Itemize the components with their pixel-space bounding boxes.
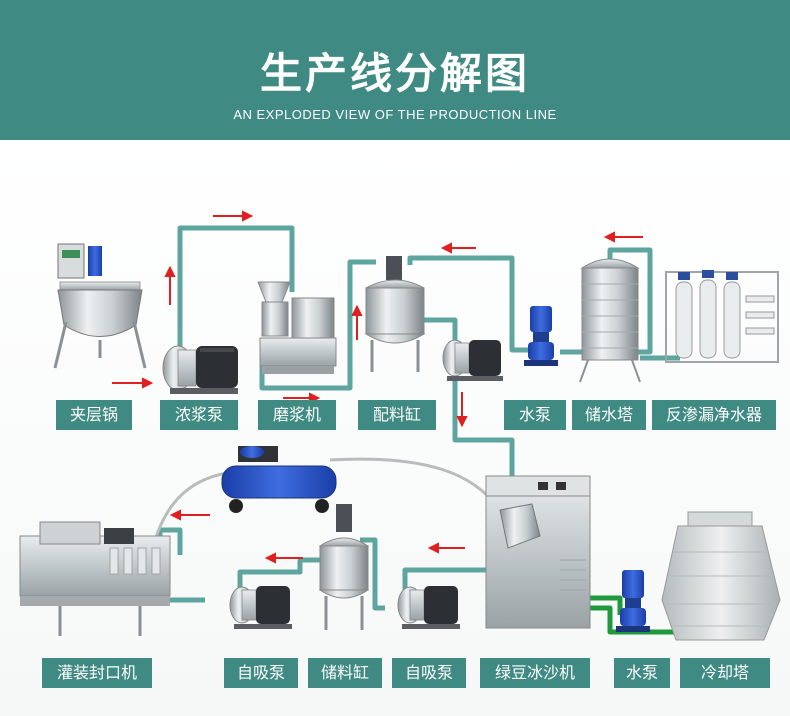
pipe-storage-to-pump1 (237, 557, 320, 590)
pipe-grinder-to-tank (259, 259, 376, 391)
storage-tank-illustration (318, 504, 370, 630)
header-banner (0, 0, 790, 140)
arrow-up-icon (164, 265, 176, 305)
water-tower-illustration (579, 258, 641, 383)
colloid-mill-illustration (257, 281, 337, 374)
arrow-left-icon (440, 242, 476, 254)
label-water-pump-top: 水泵 (504, 400, 566, 430)
label-storage-tank: 储料缸 (308, 658, 382, 688)
label-water-tower: 储水塔 (572, 400, 646, 430)
air-compressor-illustration (221, 446, 337, 513)
label-self-priming-pump-2: 自吸泵 (392, 658, 466, 688)
label-colloid-mill: 磨浆机 (258, 400, 336, 430)
arrow-up-icon (351, 304, 363, 340)
page-subtitle: AN EXPLODED VIEW OF THE PRODUCTION LINE (233, 107, 557, 122)
pipe-tank-to-waterpump (407, 255, 535, 353)
arrow-right-icon (213, 210, 254, 222)
batching-tank-illustration (364, 256, 426, 372)
label-cooling-tower: 冷却塔 (680, 658, 770, 688)
self-priming-pump-2-illustration (397, 586, 460, 629)
label-filling-sealing-machine: 灌装封口机 (42, 658, 152, 688)
label-jacketed-kettle: 夹层锅 (56, 400, 132, 430)
arrow-left-icon (169, 509, 210, 521)
filling-sealing-machine-illustration (19, 521, 171, 636)
pipe-pump2-to-slush (452, 375, 515, 490)
arrow-right-icon (112, 377, 154, 389)
label-self-priming-pump-1: 自吸泵 (224, 658, 298, 688)
flow-arrows (112, 210, 643, 564)
label-ro-purifier: 反渗漏净水器 (652, 400, 776, 430)
pipe-pump-to-grinder (177, 225, 295, 350)
water-pump-illustration (524, 306, 558, 366)
arrow-left-icon (427, 542, 465, 554)
pipe-pump3-to-storage (360, 537, 385, 611)
label-slurry-pump: 浓浆泵 (160, 400, 238, 430)
slush-machine-illustration (485, 475, 591, 629)
arrow-down-icon (456, 392, 468, 428)
ro-purifier-illustration (665, 270, 779, 363)
arrow-left-icon (603, 231, 643, 243)
jacketed-kettle-illustration (53, 243, 147, 369)
cooling-water-pump-illustration (616, 570, 650, 632)
transfer-pump-illustration (442, 339, 503, 381)
page-title: 生产线分解图 (259, 49, 530, 98)
slurry-pump-illustration (162, 345, 238, 394)
pipe-network-top (177, 225, 680, 490)
arrow-left-icon (264, 552, 303, 564)
cooling-tower-illustration (661, 511, 781, 641)
label-water-pump-bottom: 水泵 (614, 658, 670, 688)
self-priming-pump-1-illustration (229, 586, 292, 629)
label-slush-machine: 绿豆冰沙机 (480, 658, 590, 688)
label-batching-tank: 配料缸 (358, 400, 436, 430)
